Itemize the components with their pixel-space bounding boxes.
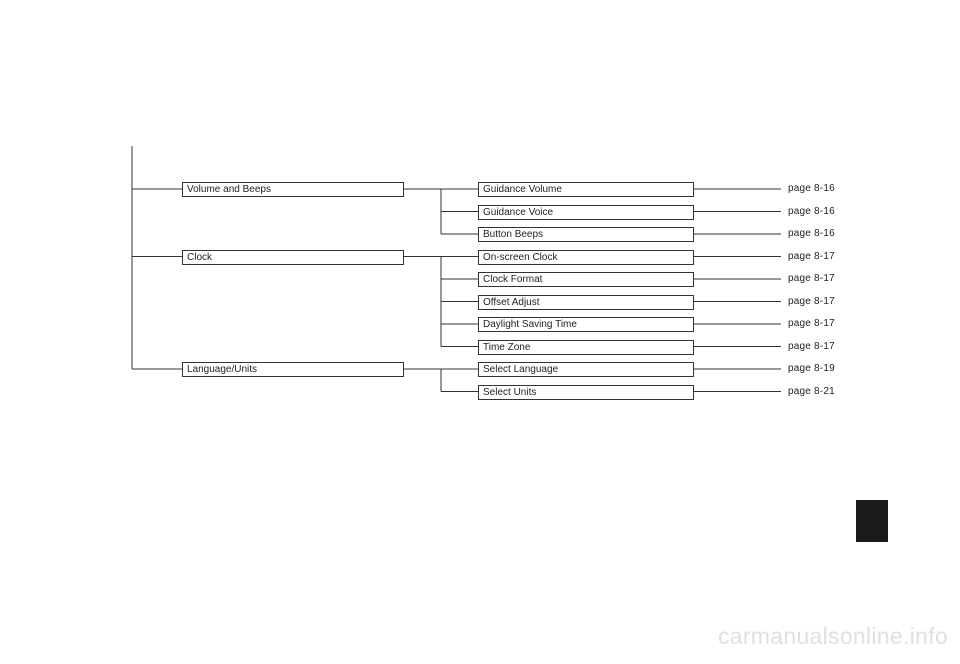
menu-item: Clock	[182, 249, 404, 265]
submenu-item: Clock Format	[478, 272, 694, 287]
section-tab	[856, 500, 888, 542]
submenu-item: Select Language	[478, 362, 694, 377]
submenu-item: Daylight Saving Time	[478, 317, 694, 332]
submenu-item: Time Zone	[478, 339, 694, 355]
page-reference: page 8-17	[788, 295, 835, 307]
page-reference: page 8-17	[788, 318, 835, 329]
page-reference: page 8-16	[788, 205, 835, 217]
submenu-item: On-screen Clock	[478, 249, 694, 265]
page-reference: page 8-17	[788, 340, 835, 352]
page-reference: page 8-19	[788, 363, 835, 374]
submenu-item: Guidance Volume	[478, 182, 694, 197]
page-reference: page 8-17	[788, 250, 835, 262]
submenu-item: Button Beeps	[478, 227, 694, 242]
page-reference: page 8-16	[788, 228, 835, 239]
submenu-item: Guidance Voice	[478, 204, 694, 220]
page-reference: page 8-21	[788, 385, 835, 397]
page-reference: page 8-16	[788, 183, 835, 194]
watermark: carmanualsonline.info	[717, 623, 948, 649]
menu-item: Language/Units	[182, 362, 404, 377]
submenu-item: Offset Adjust	[478, 294, 694, 310]
submenu-item: Select Units	[478, 384, 694, 400]
page-reference: page 8-17	[788, 273, 835, 284]
menu-item: Volume and Beeps	[182, 182, 404, 197]
